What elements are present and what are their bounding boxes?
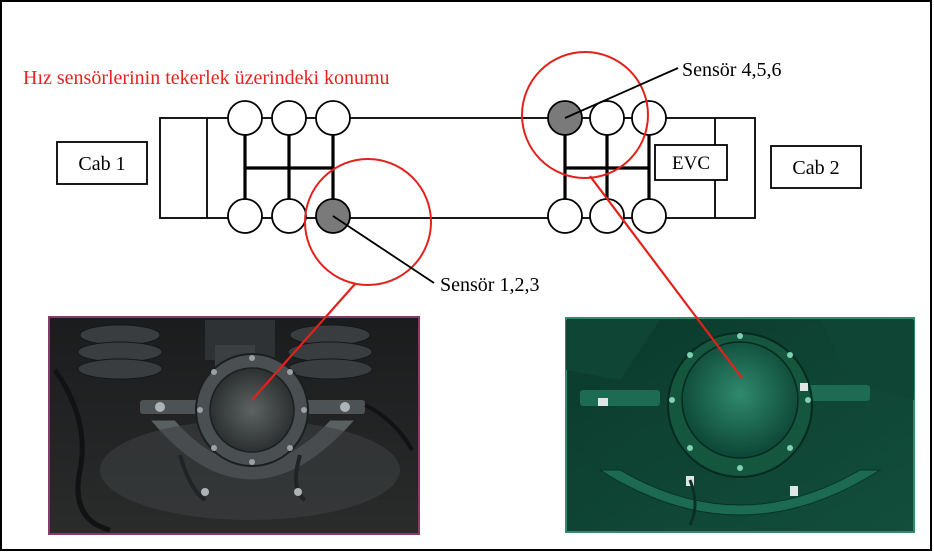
wheel xyxy=(272,101,306,135)
wheel xyxy=(632,101,666,135)
left-wheel-photo xyxy=(49,317,419,534)
wheel xyxy=(548,199,582,233)
wheel xyxy=(228,199,262,233)
cab-1-label: Cab 1 xyxy=(78,153,125,175)
evc-label: EVC xyxy=(672,153,710,174)
wheel xyxy=(316,101,350,135)
cab-2-label: Cab 2 xyxy=(792,157,839,179)
wheel xyxy=(228,101,262,135)
diagram-title: Hız sensörlerinin tekerlek üzerindeki ko… xyxy=(23,67,390,89)
wheel xyxy=(590,101,624,135)
wheel xyxy=(632,199,666,233)
sensor-label-1-2-3: Sensör 1,2,3 xyxy=(440,274,539,296)
wheel xyxy=(272,199,306,233)
sensor-label-4-5-6: Sensör 4,5,6 xyxy=(682,59,781,81)
right-wheel-photo xyxy=(566,318,914,532)
